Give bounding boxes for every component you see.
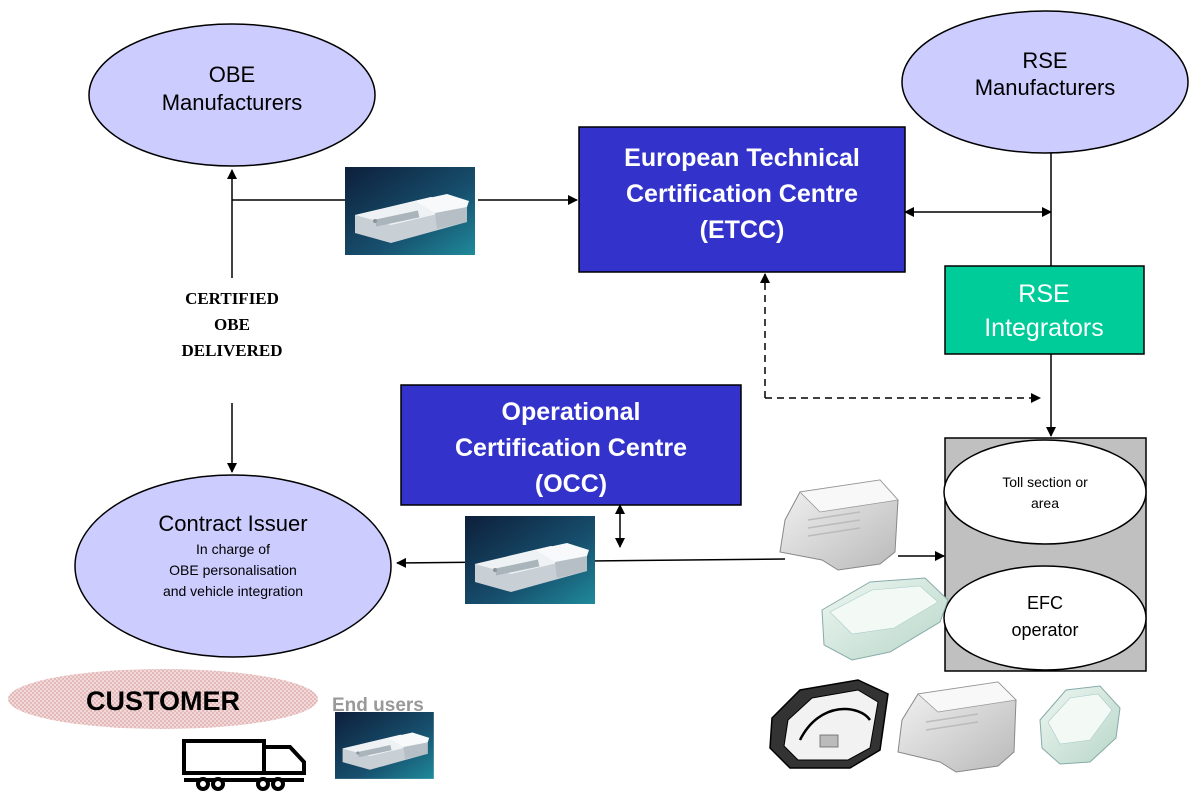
- occ-line2: Certification Centre: [455, 434, 687, 462]
- obe-manufacturers-node: OBE Manufacturers: [88, 23, 376, 167]
- contract-issuer-title: Contract Issuer: [158, 511, 307, 536]
- toll-panel: Toll section or area EFC operator: [943, 437, 1147, 672]
- certified-line2: OBE: [214, 315, 250, 334]
- efc-operator-node: [943, 565, 1147, 671]
- obe-manufacturers-line2: Manufacturers: [162, 90, 303, 115]
- rse-device-icon: [821, 577, 949, 661]
- customer-label: CUSTOMER: [8, 669, 318, 729]
- rse-integrators-node: RSE Integrators: [944, 265, 1145, 355]
- rse-device-icon: [769, 679, 889, 769]
- efc-operator-line2: operator: [1011, 620, 1078, 640]
- rse-integrators-line2: Integrators: [984, 314, 1104, 342]
- truck-icon: [182, 739, 306, 791]
- contract-issuer-line2: OBE personalisation: [169, 562, 297, 578]
- rse-manufacturers-line1: RSE: [1022, 48, 1067, 73]
- certified-obe-delivered-label: CERTIFIED OBE DELIVERED: [181, 289, 282, 360]
- rse-device-icon: [897, 681, 1017, 773]
- toll-section-node: [943, 439, 1147, 545]
- rse-manufacturers-line2: Manufacturers: [975, 75, 1116, 100]
- contract-issuer-node: Contract Issuer In charge of OBE persona…: [74, 474, 392, 658]
- etcc-node: European Technical Certification Centre …: [578, 126, 906, 273]
- rse-integrators-line1: RSE: [1018, 280, 1069, 308]
- etcc-line2: Certification Centre: [626, 180, 858, 208]
- rse-manufacturers-node: RSE Manufacturers: [901, 10, 1189, 154]
- contract-issuer-line3: and vehicle integration: [163, 583, 303, 599]
- obe-device-icon: [465, 516, 595, 604]
- etcc-line1: European Technical: [624, 144, 860, 172]
- contract-issuer-line1: In charge of: [196, 541, 270, 557]
- certified-line1: CERTIFIED: [185, 289, 279, 308]
- rse-device-icon: [779, 479, 899, 571]
- certified-line3: DELIVERED: [181, 341, 282, 360]
- rse-device-icon: [1039, 685, 1121, 765]
- etcc-line3: (ETCC): [700, 216, 785, 244]
- obe-manufacturers-line1: OBE: [209, 62, 255, 87]
- obe-device-icon: [335, 712, 434, 779]
- toll-section-line2: area: [1031, 495, 1059, 511]
- efc-operator-line1: EFC: [1027, 593, 1063, 613]
- obe-device-icon: [345, 167, 475, 255]
- customer-text: CUSTOMER: [86, 686, 240, 716]
- toll-section-line1: Toll section or: [1002, 474, 1088, 490]
- occ-line3: (OCC): [535, 470, 607, 498]
- occ-node: Operational Certification Centre (OCC): [400, 384, 742, 506]
- end-users-label: End users: [332, 695, 424, 716]
- occ-line1: Operational: [502, 398, 641, 426]
